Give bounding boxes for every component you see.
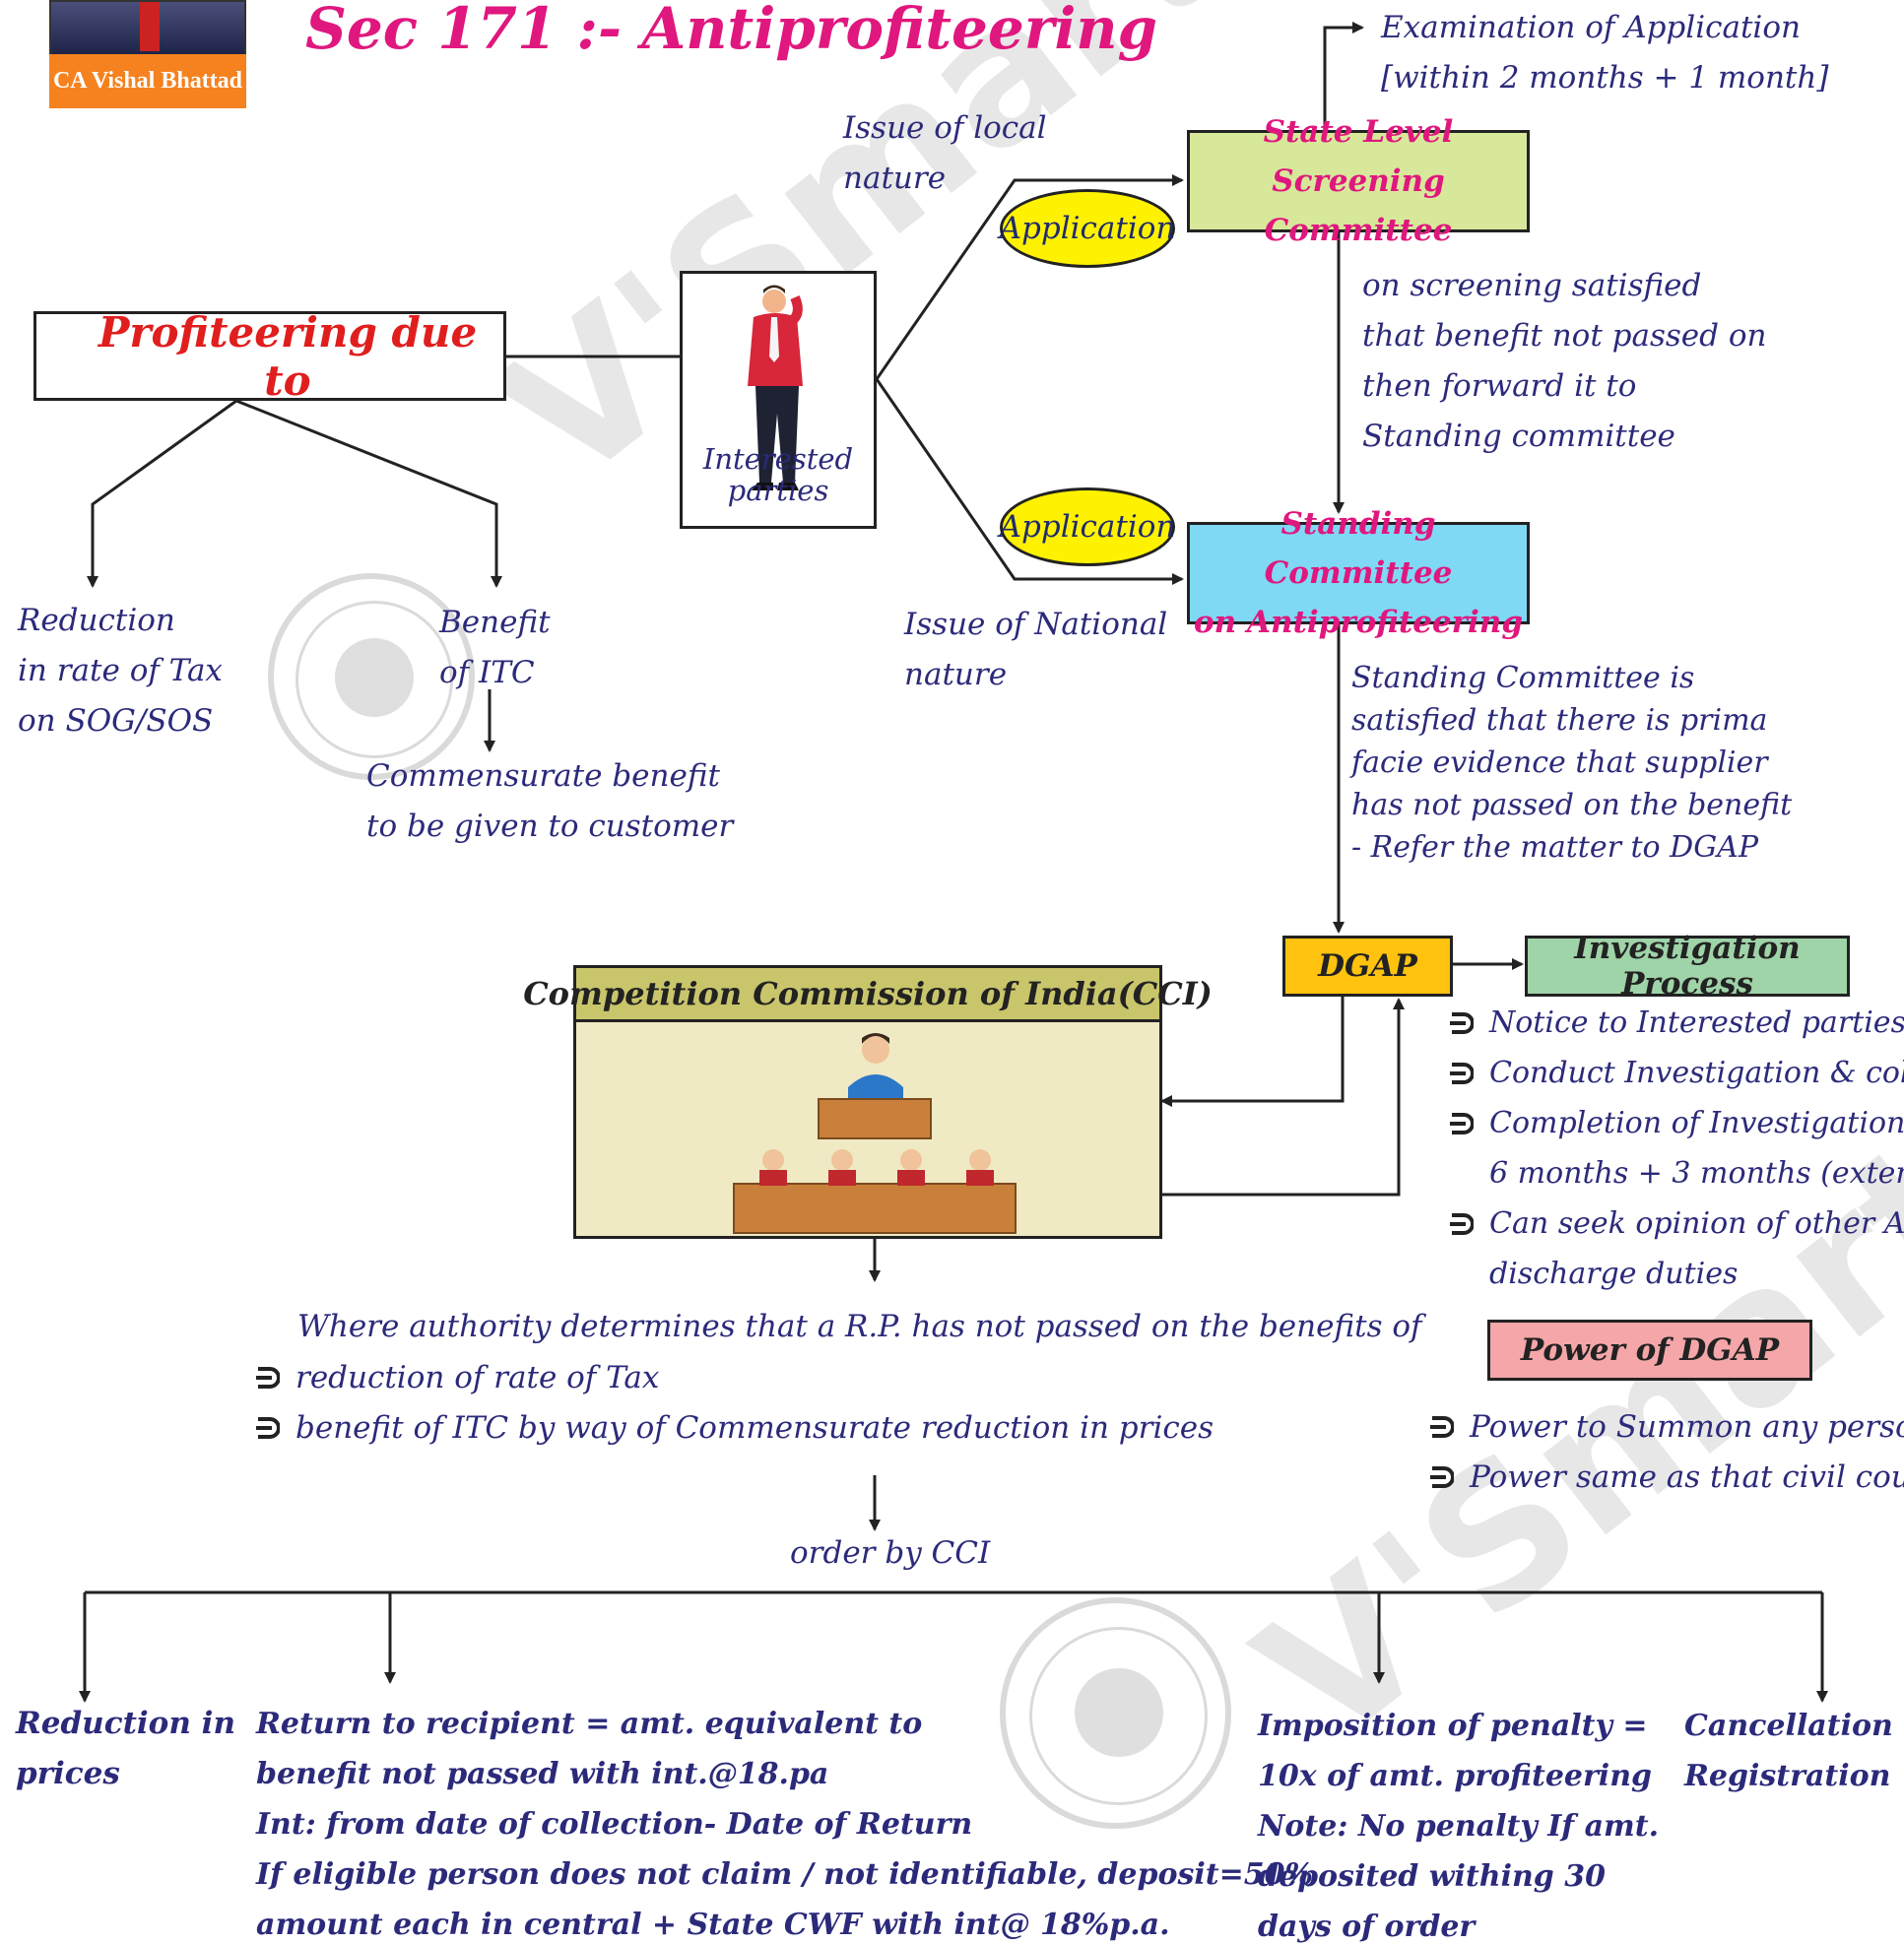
interested-parties-box xyxy=(680,271,877,529)
reduction-tax-line-1: Reduction xyxy=(18,603,175,638)
power-of-dgap-box: Power of DGAP xyxy=(1487,1320,1812,1381)
author-badge: CA Vishal Bhattad xyxy=(49,54,246,108)
arrow-bullet-icon xyxy=(1450,1212,1474,1235)
reduction-tax-line-2: in rate of Tax xyxy=(18,653,223,688)
commensurate-line-1: Commensurate benefit xyxy=(366,758,720,794)
screening-line-3: then forward it to xyxy=(1362,368,1637,404)
author-tie-icon xyxy=(140,2,160,51)
examination-line-2: [within 2 months + 1 month] xyxy=(1381,60,1829,96)
globe-icon xyxy=(1075,1668,1163,1757)
power-item-1: Power to Summon any person xyxy=(1428,1401,1904,1452)
investigation-item-1: Notice to Interested parties xyxy=(1448,998,1904,1048)
order-cancellation-line-2: Registration xyxy=(1684,1759,1891,1793)
investigation-item-4: Can seek opinion of other Agencies to xyxy=(1448,1199,1904,1249)
academy-seal-2 xyxy=(1000,1597,1231,1829)
order-return-line-5: amount each in central + State CWF with … xyxy=(256,1908,1170,1942)
academy-seal xyxy=(268,573,475,780)
order-return-line-1: Return to recipient = amt. equivalent to xyxy=(256,1707,923,1741)
order-penalty-line-4: deposited withing 30 xyxy=(1258,1859,1606,1894)
cci-title: Competition Commission of India(CCI) xyxy=(523,968,1213,1022)
reduction-tax-line-3: on SOG/SOS xyxy=(18,703,214,739)
determination-item-1: reduction of rate of Tax xyxy=(254,1352,659,1402)
globe-icon xyxy=(335,638,414,717)
arrow-bullet-icon xyxy=(1450,1011,1474,1034)
standing-satisfied-line-2: satisfied that there is prima xyxy=(1351,703,1768,738)
arrow-bullet-icon xyxy=(1430,1465,1454,1488)
standing-satisfied-line-1: Standing Committee is xyxy=(1351,661,1695,695)
local-issue-line-1: Issue of local xyxy=(843,110,1047,146)
interested-parties-line-1: Interested xyxy=(702,442,854,476)
order-penalty-line-5: days of order xyxy=(1258,1910,1476,1944)
screening-line-1: on screening satisfied xyxy=(1362,268,1702,303)
order-cancellation-line-1: Cancellation of xyxy=(1684,1709,1904,1743)
benefit-itc-line-1: Benefit xyxy=(439,605,551,640)
order-reduction-line-1: Reduction in xyxy=(16,1706,235,1741)
arrow-bullet-icon xyxy=(256,1416,280,1439)
dgap-box: DGAP xyxy=(1282,936,1453,997)
order-return-line-3: Int: from date of collection- Date of Re… xyxy=(256,1807,973,1842)
examination-line-1: Examination of Application xyxy=(1381,10,1801,45)
interested-parties-line-2: parties xyxy=(727,474,829,507)
investigation-item-4-cont: discharge duties xyxy=(1489,1257,1739,1291)
order-return-line-4: If eligible person does not claim / not … xyxy=(256,1857,1314,1892)
screening-line-4: Standing committee xyxy=(1362,419,1675,454)
order-by-cci-label: order by CCI xyxy=(790,1535,991,1571)
order-reduction-line-2: prices xyxy=(16,1756,120,1791)
courtroom-icon xyxy=(733,1033,1017,1234)
order-penalty-line-2: 10x of amt. profiteering xyxy=(1258,1759,1652,1793)
state-committee-line-2: Committee xyxy=(1264,213,1453,248)
order-penalty-line-1: Imposition of penalty = xyxy=(1258,1709,1648,1743)
order-penalty-line-3: Note: No penalty If amt. xyxy=(1258,1809,1660,1844)
standing-satisfied-line-3: facie evidence that supplier xyxy=(1351,745,1768,780)
arrow-bullet-icon xyxy=(1450,1062,1474,1084)
arrow-bullet-icon xyxy=(1450,1112,1474,1134)
screening-line-2: that benefit not passed on xyxy=(1362,318,1767,354)
determination-item-2: benefit of ITC by way of Commensurate re… xyxy=(254,1402,1214,1453)
investigation-process-box: Investigation Process xyxy=(1525,931,1850,1002)
arrow-bullet-icon xyxy=(1430,1415,1454,1438)
investigation-item-3-cont: 6 months + 3 months (extension) xyxy=(1489,1156,1904,1191)
profiteering-box: Profiteering due to xyxy=(33,308,506,405)
commensurate-line-2: to be given to customer xyxy=(366,809,734,844)
arrow-bullet-icon xyxy=(256,1366,280,1389)
benefit-itc-line-2: of ITC xyxy=(439,655,535,690)
state-committee-line-1: State Level Screening xyxy=(1263,114,1454,199)
application-oval-local: Application xyxy=(1000,189,1175,268)
determination-intro: Where authority determines that a R.P. h… xyxy=(297,1309,1422,1344)
person-on-phone-icon xyxy=(748,285,803,490)
standing-committee-line-2: on Antiprofiteering xyxy=(1193,605,1523,640)
cci-panel: Competition Commission of India(CCI) xyxy=(523,965,1213,1239)
page-title: Sec 171 :- Antiprofiteering xyxy=(305,0,1158,62)
state-screening-committee-box: State Level Screening Committee xyxy=(1187,114,1530,248)
investigation-item-2: Conduct Investigation & collect evidence xyxy=(1448,1048,1904,1098)
author-photo xyxy=(49,0,246,54)
national-issue-line-2: nature xyxy=(904,657,1008,692)
power-item-2: Power same as that civil court xyxy=(1428,1452,1904,1502)
national-issue-line-1: Issue of National xyxy=(904,607,1168,642)
standing-satisfied-line-4: has not passed on the benefit xyxy=(1351,788,1793,822)
order-return-line-2: benefit not passed with int.@18.pa xyxy=(256,1757,829,1791)
local-issue-line-2: nature xyxy=(843,161,947,196)
standing-satisfied-line-5: - Refer the matter to DGAP xyxy=(1351,830,1759,865)
application-oval-national: Application xyxy=(1000,487,1175,566)
standing-committee-line-1: Standing Committee xyxy=(1264,506,1453,591)
investigation-item-3: Completion of Investigation within xyxy=(1448,1098,1904,1148)
standing-committee-box: Standing Committee on Antiprofiteering xyxy=(1187,506,1530,640)
